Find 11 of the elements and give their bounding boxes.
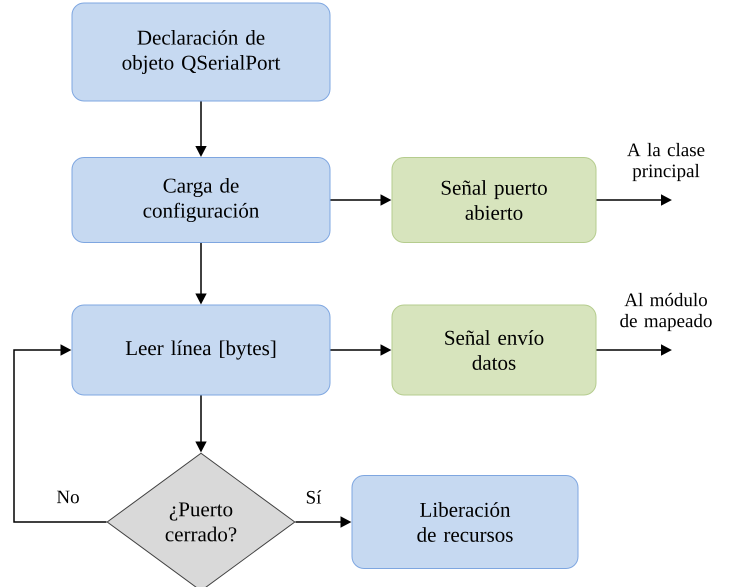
process-box: Leer línea [bytes]: [72, 304, 330, 396]
process-box: Carga de configuración: [72, 157, 330, 243]
signal-box: Señal envío datos: [392, 304, 596, 396]
arrow: [13, 344, 106, 523]
edge-label: Sí: [306, 490, 322, 504]
signal-box: Señal puerto abierto: [392, 157, 596, 243]
edge-label: No: [56, 490, 79, 504]
process-box: Liberación de recursos: [352, 475, 578, 569]
edge-label: A la clase principal: [627, 142, 704, 182]
process-box: Declaración de objeto QSerialPort: [72, 2, 330, 102]
edge-label: Al módulo de mapeado: [620, 292, 712, 332]
